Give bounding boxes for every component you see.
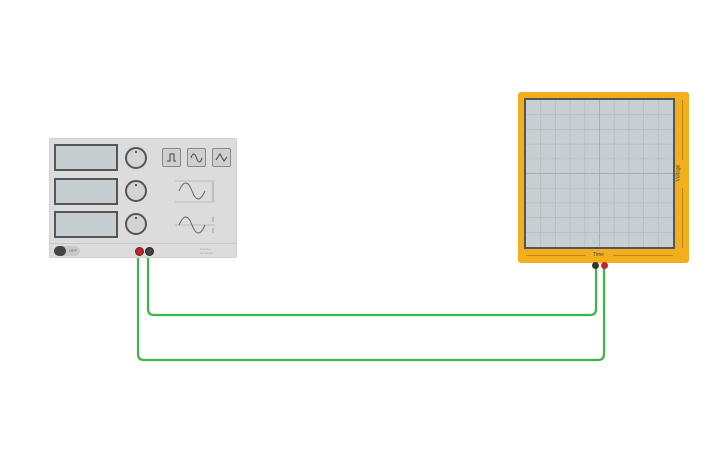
y-axis-label: Voltage	[675, 164, 682, 182]
function-generator[interactable]: OFF Function Generator	[49, 138, 237, 258]
grid	[526, 100, 673, 247]
sine-wave-icon	[190, 153, 203, 163]
power-toggle-label: OFF	[69, 248, 77, 253]
positive-terminal[interactable]	[135, 247, 144, 256]
offset-display	[54, 211, 118, 238]
offset-knob[interactable]	[125, 213, 147, 235]
triangle-wave-button[interactable]	[212, 148, 231, 167]
x-axis-label: Time	[593, 252, 604, 258]
amplitude-knob[interactable]	[125, 180, 147, 202]
power-toggle[interactable]: OFF	[54, 246, 80, 256]
negative-terminal[interactable]	[145, 247, 154, 256]
brand-label: Function Generator	[200, 247, 214, 255]
oscilloscope[interactable]: Time Voltage	[518, 92, 689, 263]
wire-positive[interactable]	[136, 252, 606, 362]
frequency-knob[interactable]	[125, 147, 147, 169]
square-wave-button[interactable]	[162, 148, 181, 167]
frequency-display	[54, 144, 118, 171]
amplitude-display	[54, 178, 118, 205]
wire-negative[interactable]	[146, 252, 598, 317]
amplitude-sine-icon	[175, 180, 215, 203]
scope-negative-terminal[interactable]	[592, 262, 599, 269]
triangle-wave-icon	[215, 153, 228, 162]
square-wave-icon	[167, 153, 176, 162]
scope-positive-terminal[interactable]	[601, 262, 608, 269]
oscilloscope-screen	[524, 98, 675, 249]
sine-wave-button[interactable]	[187, 148, 206, 167]
offset-sine-icon	[175, 216, 215, 234]
